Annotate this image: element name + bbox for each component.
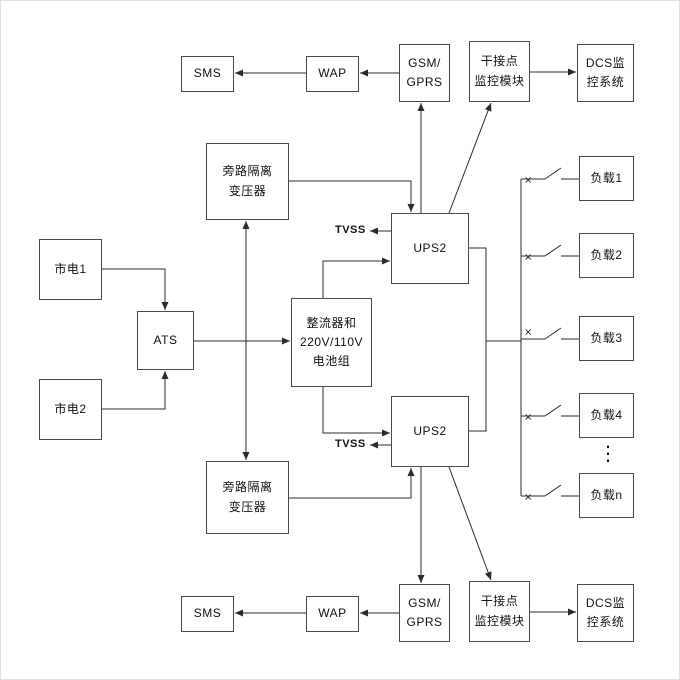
switch-blade-load1 <box>544 167 562 180</box>
connector-rectifier-to-ups2upper <box>322 257 390 298</box>
node-mains-1: 市电1 <box>39 239 102 300</box>
node-dry-contact-module-bottom: 干接点 监控模块 <box>469 581 530 642</box>
connector-transformerlower-to-ups2lower <box>289 468 415 499</box>
node-dcs-system-bottom: DCS监 控系统 <box>577 584 634 642</box>
label-tvss-upper: TVSS <box>335 224 366 236</box>
node-sms-top: SMS <box>181 56 234 92</box>
connector-mains1-to-ats <box>102 268 169 310</box>
switch-x-mark-load2: × <box>524 252 532 263</box>
node-sms-bottom: SMS <box>181 596 234 632</box>
switch-x-mark-load3: × <box>524 327 532 338</box>
node-load-4: 负载4 <box>579 393 634 438</box>
node-load-3: 负载3 <box>579 316 634 361</box>
label-tvss-lower: TVSS <box>335 438 366 450</box>
node-gsm-gprs-bottom: GSM/ GPRS <box>399 584 450 642</box>
node-load-2: 负载2 <box>579 233 634 278</box>
node-ats: ATS <box>137 311 194 370</box>
connector-transformerupper-to-ups2upper <box>289 180 415 212</box>
loads-ellipsis: ⋮ <box>598 443 618 465</box>
node-mains-2: 市电2 <box>39 379 102 440</box>
node-dry-contact-module-top: 干接点 监控模块 <box>469 41 530 102</box>
switch-x-mark-loadn: × <box>524 492 532 503</box>
switch-blade-loadn <box>544 484 562 497</box>
node-bypass-transformer-upper: 旁路隔离 变压器 <box>206 143 289 220</box>
connector-ups2lower-output <box>469 341 487 432</box>
connector-ups2upper-to-drycontact-top <box>448 102 492 214</box>
node-gsm-gprs-top: GSM/ GPRS <box>399 44 450 102</box>
connector-ups2upper-output <box>469 247 487 341</box>
node-rectifier-battery: 整流器和 220V/110V 电池组 <box>291 298 372 387</box>
node-dcs-system-top: DCS监 控系统 <box>577 44 634 102</box>
node-ups2-upper: UPS2 <box>391 213 469 284</box>
node-load-1: 负载1 <box>579 156 634 201</box>
switch-x-mark-load1: × <box>524 175 532 186</box>
connector-rectifier-to-ups2lower <box>322 387 390 437</box>
connector-ups2lower-to-drycontact-bottom <box>448 466 492 581</box>
node-ups2-lower: UPS2 <box>391 396 469 467</box>
switch-blade-load3 <box>544 327 562 340</box>
switch-x-mark-load4: × <box>524 412 532 423</box>
switch-blade-load2 <box>544 244 562 257</box>
node-bypass-transformer-lower: 旁路隔离 变压器 <box>206 461 289 534</box>
node-wap-bottom: WAP <box>306 596 359 632</box>
connector-mains2-to-ats <box>102 371 169 410</box>
switch-blade-load4 <box>544 404 562 417</box>
node-load-n: 负载n <box>579 473 634 518</box>
node-wap-top: WAP <box>306 56 359 92</box>
